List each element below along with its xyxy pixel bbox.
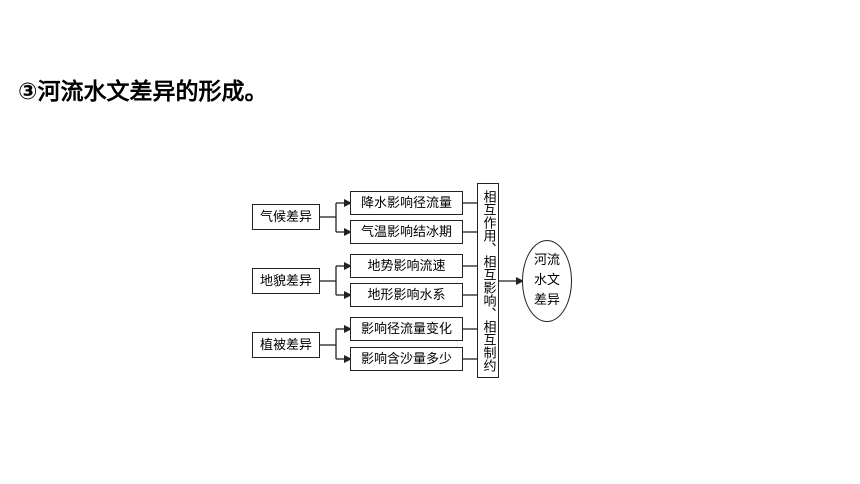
factor-box-climate: 气候差异 [252,204,320,230]
result-line-2: 水文 [533,272,560,288]
effect-box-sediment: 影响含沙量多少 [350,347,463,371]
result-ellipse: 河流 水文 差异 [522,240,572,322]
factor-box-landform: 地貌差异 [252,268,320,294]
effect-box-terrain-slope: 地势影响流速 [350,254,463,278]
page-heading: ③河流水文差异的形成。 [18,79,268,105]
effect-box-terrain-shape: 地形影响水系 [350,283,463,307]
result-line-3: 差异 [533,293,560,309]
factor-box-vegetation: 植被差异 [252,332,320,358]
interaction-bar: 相互作用、相互影响、相互制约 [477,183,499,378]
result-line-1: 河流 [533,252,560,268]
effect-box-runoff-change: 影响径流量变化 [350,317,463,341]
effect-box-temperature: 气温影响结冰期 [350,220,463,244]
effect-box-precipitation: 降水影响径流量 [350,191,463,215]
